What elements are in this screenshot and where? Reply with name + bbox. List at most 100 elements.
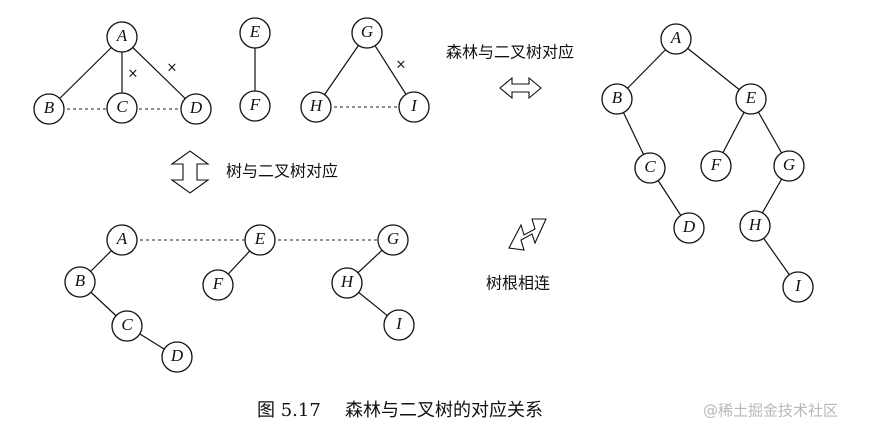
vertical-double-arrow-icon xyxy=(170,150,210,194)
fcs-node-i-label: I xyxy=(395,314,403,333)
fcs-node-h-label: H xyxy=(340,272,355,291)
binary-node-e-label: E xyxy=(745,88,757,107)
fcs-node-d-label: D xyxy=(170,346,184,365)
fcs-node-i-circle xyxy=(383,309,415,341)
fcs-node-h-circle xyxy=(331,267,363,299)
binary-node-h-circle xyxy=(739,210,771,242)
forest-node-h: H xyxy=(300,91,332,123)
fcs-node-c-circle xyxy=(111,310,143,342)
fcs-node-b-label: B xyxy=(75,271,86,290)
forest-node-d-circle xyxy=(180,93,212,125)
forest-node-i-circle xyxy=(398,91,430,123)
fcs-node-g-circle xyxy=(377,224,409,256)
fcs-node-c: C xyxy=(111,310,143,342)
binary-node-g-circle xyxy=(773,150,805,182)
binary-node-d-circle xyxy=(673,212,705,244)
forest-node-c-circle xyxy=(106,92,138,124)
binary-node-h-label: H xyxy=(748,215,763,234)
fcs-node-e-circle xyxy=(244,224,276,256)
forest-edge-a-d xyxy=(121,36,197,110)
forest-node-g-label: G xyxy=(361,22,373,41)
forest-node-d-label: D xyxy=(189,98,203,117)
forest-node-b-circle xyxy=(33,93,65,125)
fcs-node-g-label: G xyxy=(387,229,399,248)
first-child-sibling-panel: A E G B C D F xyxy=(64,224,415,373)
binary-node-c: C xyxy=(634,152,666,184)
binary-node-a: A xyxy=(660,23,692,55)
cut-mark-a-c: × xyxy=(128,67,139,82)
forest-panel: × × × A B C D E xyxy=(33,17,430,125)
binary-node-g-label: G xyxy=(783,155,795,174)
fcs-node-h: H xyxy=(331,267,363,299)
forest-node-e-circle xyxy=(239,17,271,49)
binary-node-a-circle xyxy=(660,23,692,55)
fcs-node-c-label: C xyxy=(121,315,133,334)
binary-node-h: H xyxy=(739,210,771,242)
binary-node-b-circle xyxy=(601,83,633,115)
forest-node-f: F xyxy=(239,90,271,122)
forest-edge-a-b xyxy=(48,36,123,110)
figure-number: 图 5.17 xyxy=(257,400,321,421)
forest-node-d: D xyxy=(180,93,212,125)
cut-mark-g-i: × xyxy=(396,58,407,73)
forest-node-f-label: F xyxy=(249,95,261,114)
tree-correspondence-annotation: 树与二叉树对应 xyxy=(170,150,338,194)
fcs-node-a: A xyxy=(106,224,138,256)
binary-node-d-label: D xyxy=(682,217,696,236)
binary-node-f: F xyxy=(700,150,732,182)
root-connection-annotation: 树根相连 xyxy=(486,218,550,293)
forest-node-a-circle xyxy=(106,21,138,53)
fcs-node-g: G xyxy=(377,224,409,256)
forest-node-e-label: E xyxy=(249,22,261,41)
forest-node-e: E xyxy=(239,17,271,49)
binary-edge-a-e xyxy=(675,38,752,100)
forest-node-h-label: H xyxy=(309,96,324,115)
fcs-node-d: D xyxy=(161,341,193,373)
fcs-node-a-label: A xyxy=(116,229,128,248)
fcs-node-f: F xyxy=(202,269,234,301)
binary-node-i-label: I xyxy=(794,276,802,295)
forest-node-f-circle xyxy=(239,90,271,122)
tree-roots-connect-label: 树根相连 xyxy=(486,274,550,293)
forest-correspondence-annotation: 森林与二叉树对应 xyxy=(446,43,574,100)
source-watermark: @稀土掘金技术社区 xyxy=(703,402,838,420)
binary-node-i-circle xyxy=(782,271,814,303)
fcs-node-b: B xyxy=(64,266,96,298)
forest-node-a: A xyxy=(106,21,138,53)
tree-binary-correspondence-label: 树与二叉树对应 xyxy=(226,162,338,181)
fcs-node-b-circle xyxy=(64,266,96,298)
binary-tree-panel: A B C D E F G xyxy=(601,23,814,303)
binary-node-f-label: F xyxy=(710,155,722,174)
forest-node-i-label: I xyxy=(410,96,418,115)
forest-binary-correspondence-label: 森林与二叉树对应 xyxy=(446,43,574,62)
forest-node-h-circle xyxy=(300,91,332,123)
diagonal-double-arrow-icon xyxy=(508,218,547,251)
fcs-node-d-circle xyxy=(161,341,193,373)
forest-node-c-label: C xyxy=(116,97,128,116)
fcs-node-f-label: F xyxy=(212,274,224,293)
fcs-node-i: I xyxy=(383,309,415,341)
binary-node-g: G xyxy=(773,150,805,182)
binary-node-e: E xyxy=(735,83,767,115)
figure-caption: 图 5.17 森林与二叉树的对应关系 xyxy=(257,400,543,421)
fcs-node-a-circle xyxy=(106,224,138,256)
binary-node-i: I xyxy=(782,271,814,303)
binary-node-c-label: C xyxy=(644,157,656,176)
binary-node-b: B xyxy=(601,83,633,115)
fcs-node-f-circle xyxy=(202,269,234,301)
forest-node-b-label: B xyxy=(44,98,55,117)
forest-node-g: G xyxy=(351,17,383,49)
forest-node-g-circle xyxy=(351,17,383,49)
binary-node-f-circle xyxy=(700,150,732,182)
forest-node-i: I xyxy=(398,91,430,123)
forest-node-c: C xyxy=(106,92,138,124)
double-headed-arrow-icon xyxy=(499,76,542,100)
figure-title: 森林与二叉树的对应关系 xyxy=(345,400,543,421)
forest-node-b: B xyxy=(33,93,65,125)
forest-node-a-label: A xyxy=(116,26,128,45)
binary-node-c-circle xyxy=(634,152,666,184)
fcs-node-e: E xyxy=(244,224,276,256)
binary-node-e-circle xyxy=(735,83,767,115)
